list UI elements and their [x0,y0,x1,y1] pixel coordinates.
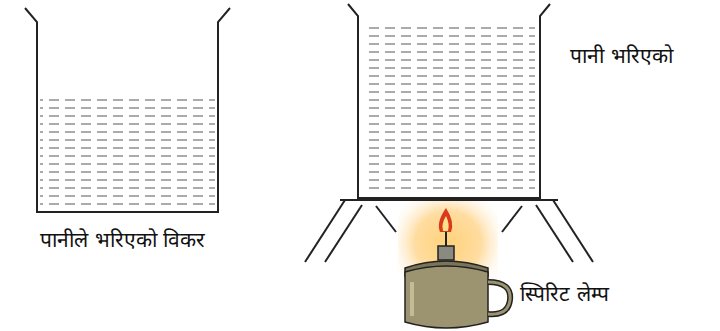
tripod-stand [305,200,593,262]
beaker-right [348,4,550,198]
spirit-lamp [405,208,510,328]
beaker-left [25,8,230,212]
lamp-caption: स्पिरिट लेम्प [520,282,609,307]
beaker-caption: पानीले भरिएको विकर [40,228,205,253]
beaker-caption: पानी भरिएको [570,44,673,69]
